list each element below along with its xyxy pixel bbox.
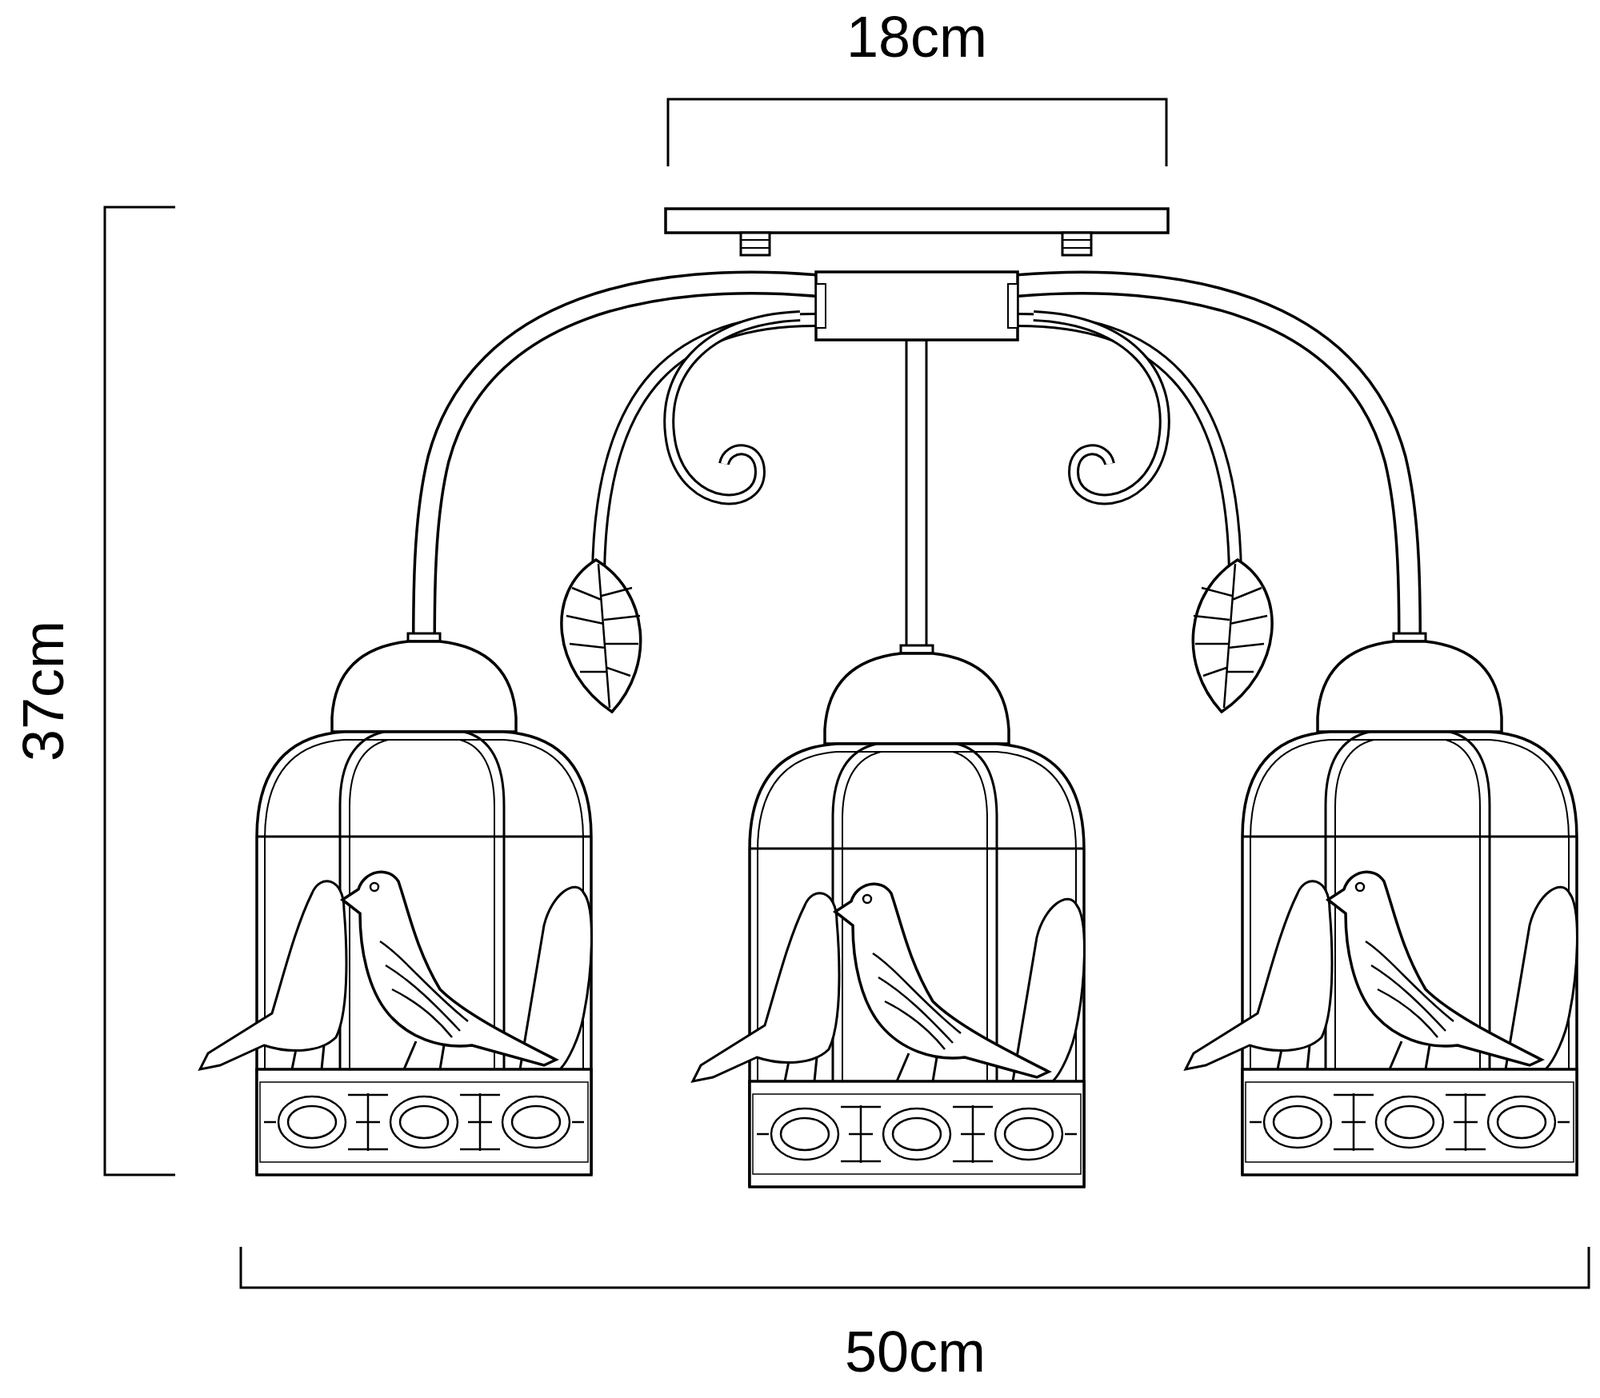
central-stem	[906, 340, 927, 652]
dimension-lines	[104, 99, 1589, 1288]
dimension-label: 18cm	[846, 8, 988, 66]
dimension-label: 37cm	[14, 620, 72, 762]
hub	[816, 272, 1018, 340]
bird-cage-shades	[200, 633, 1577, 1188]
ceiling-plate	[665, 208, 1168, 256]
dimension-label: 50cm	[844, 1323, 986, 1381]
